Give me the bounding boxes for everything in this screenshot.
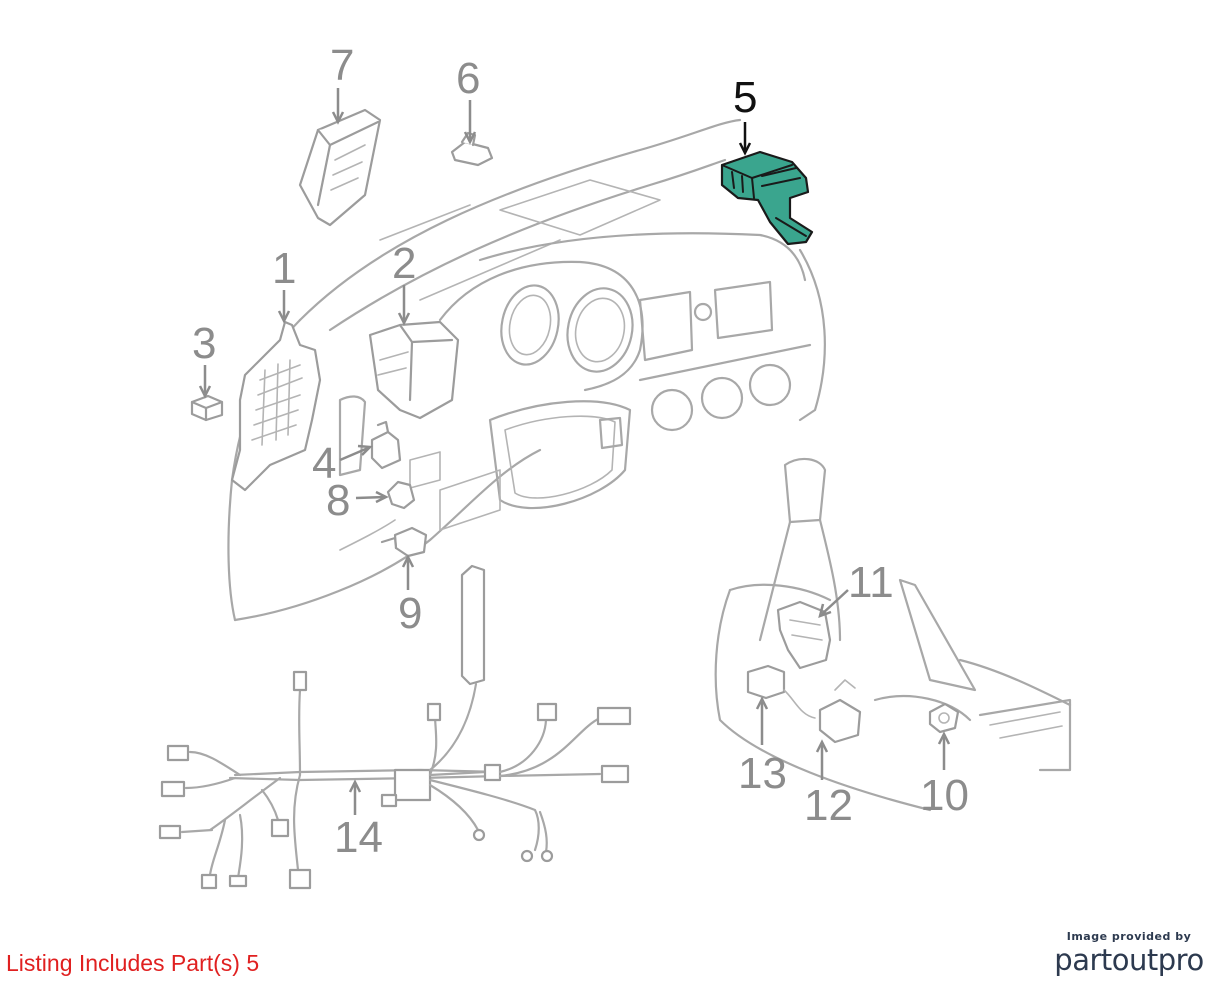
logo-out: out [1111, 943, 1159, 977]
callout-9: 9 [398, 589, 422, 638]
part-14-wiring-harness[interactable] [158, 564, 632, 890]
console-outline [714, 457, 1072, 812]
part-9-sensor[interactable] [380, 526, 428, 558]
part-7-module[interactable] [298, 108, 382, 227]
callout-5: 5 [733, 73, 757, 122]
callout-11: 11 [848, 558, 894, 607]
image-credit: Image provided by partoutpro [1054, 930, 1204, 977]
callout-labels: 7 6 5 1 2 3 4 8 9 11 13 12 10 14 [192, 41, 969, 862]
part-3-relay[interactable] [190, 394, 224, 422]
part-13-relay[interactable] [746, 664, 816, 719]
callout-7: 7 [330, 41, 354, 90]
partoutpro-logo: partoutpro [1054, 943, 1204, 977]
callout-14: 14 [334, 813, 383, 862]
part-8-switch[interactable] [386, 480, 416, 510]
logo-part: part [1054, 943, 1112, 977]
callout-6: 6 [456, 54, 480, 103]
part-10-switch[interactable] [928, 702, 960, 734]
part-11-module[interactable] [776, 600, 832, 670]
callout-arrows [198, 88, 951, 815]
callout-3: 3 [192, 319, 216, 368]
callout-12: 12 [804, 781, 853, 830]
credit-caption: Image provided by [1066, 930, 1192, 943]
callout-1: 1 [272, 244, 296, 293]
part-5-relay-bracket[interactable] [720, 150, 814, 246]
listing-note: Listing Includes Part(s) 5 [6, 950, 260, 976]
callout-8: 8 [326, 476, 350, 525]
part-12-connector[interactable] [818, 679, 862, 744]
logo-pro: pro [1157, 943, 1204, 977]
callout-2: 2 [392, 239, 416, 288]
callout-4: 4 [312, 439, 336, 488]
callout-13: 13 [738, 749, 787, 798]
part-2-bracket[interactable] [368, 320, 460, 420]
callout-10: 10 [920, 771, 969, 820]
part-1-junction-block[interactable] [230, 320, 322, 492]
part-4-relay[interactable] [370, 420, 402, 470]
